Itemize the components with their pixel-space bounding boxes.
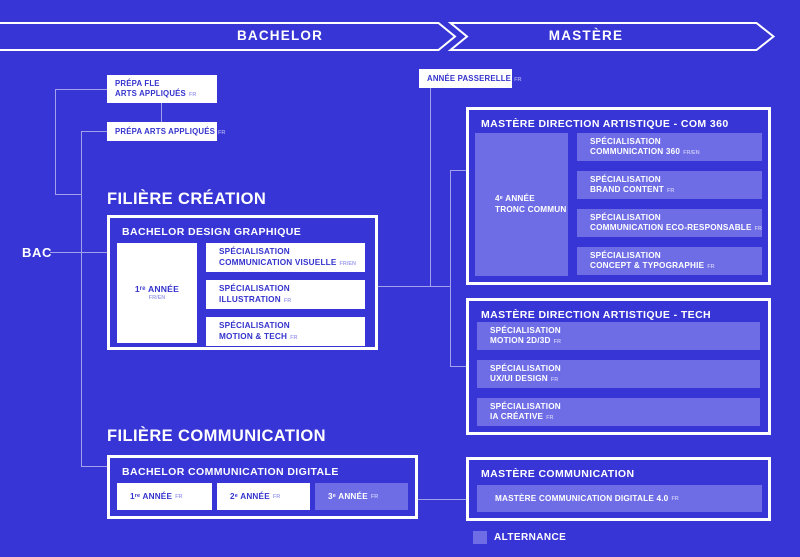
connector-mastere-vertical [450, 170, 451, 367]
frame-mastere-communication: MASTÈRE COMMUNICATION MASTÈRE COMMUNICAT… [466, 457, 771, 521]
connector-prepaarts-left [81, 131, 107, 132]
connector-left-vertical-outer [55, 89, 56, 195]
mastere-tech-title: MASTÈRE DIRECTION ARTISTIQUE - TECH [481, 309, 712, 321]
passerelle-lang: FR [514, 76, 522, 83]
connector-bac [50, 252, 107, 253]
alternance-label: ALTERNANCE [494, 532, 567, 543]
connector-left-joint [55, 194, 82, 195]
com360-tronc-commun-box: 4ᵉ ANNÉE TRONC COMMUN [475, 133, 568, 276]
timeline-bachelor-label: BACHELOR [236, 28, 324, 43]
bdg-year-1-lang: FR/EN [148, 295, 166, 302]
connector-to-tech [450, 366, 466, 367]
connector-to-bachelor-com [81, 466, 107, 467]
frame-mastere-da-com360: MASTÈRE DIRECTION ARTISTIQUE - COM 360 4… [466, 107, 771, 285]
connector-prepafle-left [55, 89, 107, 90]
bachelor-design-title: BACHELOR DESIGN GRAPHIQUE [122, 226, 302, 238]
passerelle-label: ANNÉE PASSERELLE [427, 73, 512, 83]
frame-bachelor-design-graphique: BACHELOR DESIGN GRAPHIQUE 1ʳᵉ ANNÉE FR/E… [107, 215, 378, 350]
timeline-banner-chevrons [0, 22, 776, 51]
bachelor-com-digitale-title: BACHELOR COMMUNICATION DIGITALE [122, 466, 339, 478]
bdg-year-1-label: 1ʳᵉ ANNÉE [134, 283, 180, 294]
connector-bcd-to-mastere [418, 499, 466, 500]
connector-to-com360 [450, 170, 466, 171]
mastere-com360-title: MASTÈRE DIRECTION ARTISTIQUE - COM 360 [481, 118, 729, 130]
mastere-communication-title: MASTÈRE COMMUNICATION [481, 468, 635, 480]
prepa-fle-lang: FR [188, 91, 197, 98]
bac-label: BAC [22, 245, 52, 260]
prepa-fle-line1: PRÉPA FLE [115, 79, 160, 89]
connector-prepafle-down [161, 103, 162, 122]
heading-filiere-creation: FILIÈRE CRÉATION [107, 190, 267, 208]
frame-bachelor-communication-digitale: BACHELOR COMMUNICATION DIGITALE 1ʳᵉ ANNÉ… [107, 455, 418, 519]
prepa-fle-line2: ARTS APPLIQUÉS [115, 88, 186, 98]
connector-left-vertical-main [81, 131, 82, 467]
heading-filiere-communication: FILIÈRE COMMUNICATION [107, 427, 326, 445]
connector-passerelle-down [430, 88, 431, 287]
prepa-arts-lang: FR [218, 129, 226, 136]
timeline-mastere-label: MASTÈRE [548, 28, 624, 43]
alternance-swatch [473, 531, 487, 544]
connector-bdg-right [378, 286, 450, 287]
frame-mastere-da-tech: MASTÈRE DIRECTION ARTISTIQUE - TECH SPÉC… [466, 298, 771, 435]
com360-spec-eco-responsable: SPÉCIALISATION COMMUNICATION ECO-RESPONS… [577, 209, 762, 237]
bdg-year-1-box: 1ʳᵉ ANNÉE FR/EN [117, 243, 197, 343]
prepa-arts-label: PRÉPA ARTS APPLIQUÉS [115, 126, 216, 136]
